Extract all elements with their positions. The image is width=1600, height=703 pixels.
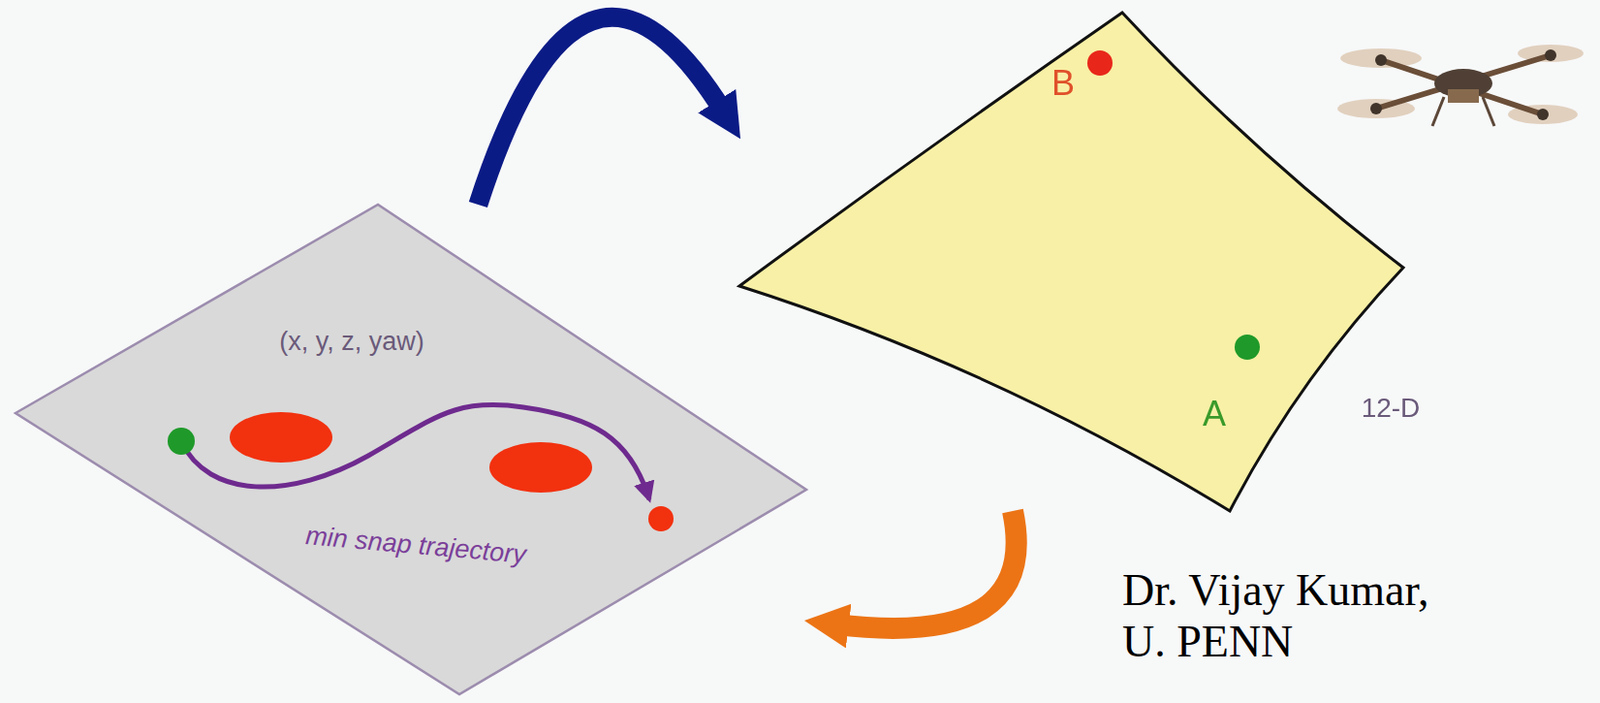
point-label: B	[1051, 62, 1075, 103]
shape-outline	[15, 204, 807, 694]
configuration-plane: (x, y, z, yaw)min snap trajectory	[15, 204, 807, 694]
return-arrow	[835, 510, 1017, 628]
state-points	[739, 12, 1423, 511]
state-space-surface: B A 12-D	[739, 12, 1423, 511]
author-credit: Dr. Vijay Kumar, U. PENN	[1122, 564, 1437, 668]
point-label: A	[1202, 393, 1226, 434]
space-label: (x, y, z, yaw)	[279, 326, 425, 357]
trajectory-illustration	[15, 204, 807, 694]
dimension-label: 12-D	[1361, 392, 1421, 424]
shape-outline	[739, 12, 1423, 511]
map-arrow	[477, 17, 724, 205]
